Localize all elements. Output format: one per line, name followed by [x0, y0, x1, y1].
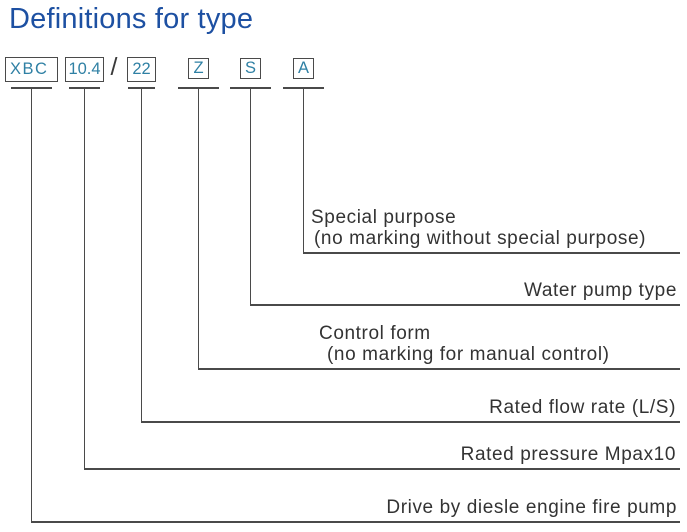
label-control-form: Control form (no marking for manual cont… — [319, 323, 610, 365]
label-control-form-line1: Control form — [319, 323, 431, 344]
tick-pump — [230, 87, 271, 89]
code-box-pressure: 10.4 — [65, 57, 104, 82]
tick-control — [178, 87, 219, 89]
leader-horizontal-control — [197, 368, 680, 370]
tick-pressure — [69, 87, 100, 89]
code-box-xbc: XBC — [5, 57, 58, 82]
leader-horizontal-special — [302, 252, 680, 254]
leader-vertical-flow — [140, 88, 143, 421]
leader-vertical-pressure — [83, 88, 86, 468]
label-rated-pressure: Rated pressure Mpax10 — [461, 444, 676, 465]
label-drive-type-line1: Drive by diesle engine fire pump — [386, 497, 677, 518]
label-special-purpose-line2: (no marking without special purpose) — [314, 228, 647, 249]
label-special-purpose-line1: Special purpose — [311, 207, 457, 228]
label-rated-flow-rate: Rated flow rate (L/S) — [489, 397, 676, 418]
leader-horizontal-flow — [140, 421, 680, 423]
label-water-pump-type-line1: Water pump type — [524, 280, 677, 301]
label-control-form-line2: (no marking for manual control) — [327, 344, 610, 365]
tick-special — [283, 87, 324, 89]
label-drive-type: Drive by diesle engine fire pump — [386, 497, 677, 518]
leader-horizontal-xbc — [30, 521, 680, 523]
label-water-pump-type: Water pump type — [524, 280, 677, 301]
tick-xbc — [11, 87, 52, 89]
code-box-control: Z — [188, 58, 209, 79]
code-separator-slash: / — [110, 53, 118, 81]
label-rated-pressure-line1: Rated pressure Mpax10 — [460, 444, 676, 465]
code-box-special: A — [293, 58, 314, 79]
page-title: Definitions for type — [9, 3, 254, 35]
tick-flow — [128, 87, 155, 89]
label-rated-flow-rate-line1: Rated flow rate (L/S) — [489, 397, 676, 418]
leader-vertical-pump — [249, 88, 252, 304]
leader-horizontal-pump — [249, 304, 680, 306]
leader-vertical-control — [197, 88, 200, 368]
code-box-flow: 22 — [127, 57, 156, 82]
leader-vertical-special — [302, 88, 305, 252]
label-special-purpose: Special purpose (no marking without spec… — [311, 207, 646, 249]
leader-vertical-xbc — [30, 88, 33, 521]
code-box-pump: S — [240, 58, 261, 79]
leader-horizontal-pressure — [83, 468, 680, 470]
